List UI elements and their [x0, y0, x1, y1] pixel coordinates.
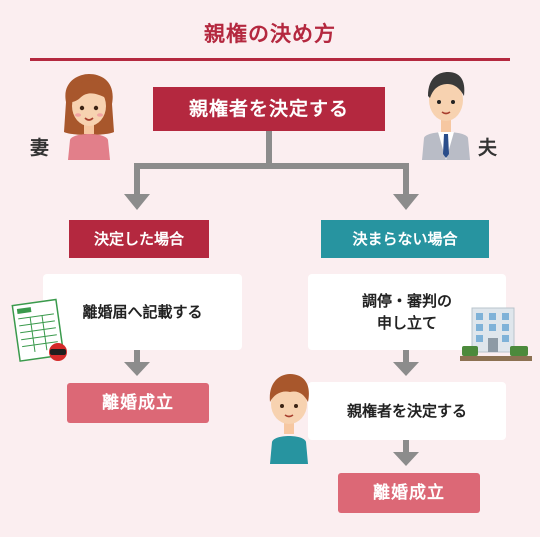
child-icon	[269, 374, 309, 464]
step-decide-custody-court: 親権者を決定する	[308, 382, 506, 440]
arrow-a-result-head	[124, 362, 150, 376]
decide-custody-box: 親権者を決定する	[153, 87, 385, 131]
branch-undecided-label: 決まらない場合	[321, 220, 489, 258]
man-icon	[422, 72, 470, 160]
page-title: 親権の決め方	[204, 22, 336, 46]
title-rule	[30, 58, 510, 61]
connector-right-down	[403, 163, 409, 196]
connector-a-step-result	[134, 350, 140, 364]
branch-decided-label: 決定した場合	[69, 220, 209, 258]
wife-label: 妻	[30, 137, 50, 159]
arrow-left-head	[124, 194, 150, 210]
document-icon	[11, 298, 65, 362]
woman-icon	[64, 74, 114, 160]
arrow-b-step2-head	[393, 362, 419, 376]
step-fill-divorce-form: 離婚届へ記載する	[43, 274, 242, 350]
connector-b-step2-result	[403, 440, 409, 454]
arrow-b-result-head	[393, 452, 419, 466]
husband-label: 夫	[478, 137, 498, 159]
connector-b-step-step2	[403, 350, 409, 364]
courthouse-icon	[460, 307, 532, 361]
step-mediation-line2: 申し立て	[376, 314, 437, 332]
result-divorce-b: 離婚成立	[338, 473, 480, 513]
connector-left-down	[134, 163, 140, 196]
connector-main-down	[266, 131, 272, 167]
step-mediation-line1: 調停・審判の	[361, 292, 452, 310]
stamp-icon	[49, 343, 67, 361]
result-divorce-a: 離婚成立	[67, 383, 209, 423]
connector-split	[134, 163, 409, 169]
arrow-right-head	[393, 194, 419, 210]
